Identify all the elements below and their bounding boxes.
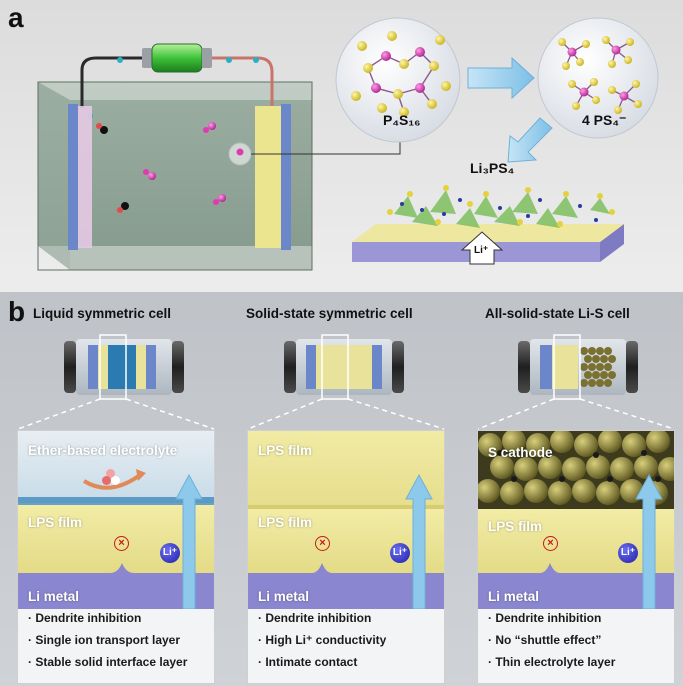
card1-bottom-label: Li metal	[28, 589, 80, 604]
panel-b-letter: b	[8, 296, 26, 327]
solution-species	[96, 122, 252, 213]
card2-bullet-3: · Intimate contact	[258, 655, 358, 669]
cell-liquid-icon	[17, 334, 215, 430]
card2-top-label: LPS film	[258, 443, 313, 458]
right-electrode	[255, 104, 291, 250]
col1-title: Liquid symmetric cell	[33, 306, 172, 321]
card2-bullet-2: · High Li⁺ conductivity	[258, 633, 387, 647]
cell-cylinders	[17, 334, 675, 430]
card1-bullet-1: · Dendrite inhibition	[28, 611, 142, 625]
label-li3ps4: Li₃PS₄	[470, 160, 515, 176]
card2-bottom-label: Li metal	[258, 589, 310, 604]
dendrite-blocked-icon: ×	[543, 536, 558, 551]
li-ion-arrow-icon	[460, 231, 504, 265]
lps-film-substrate	[352, 185, 624, 262]
card3-bullet-1: · Dendrite inhibition	[488, 611, 602, 625]
reaction-arrow-down	[507, 117, 553, 163]
card2-mid-label: LPS film	[258, 515, 313, 530]
card1-top-label: Ether-based electrolyte	[28, 443, 178, 458]
reaction-arrow-right	[467, 56, 535, 100]
card3-mid-label: LPS film	[488, 519, 543, 534]
card1-ion: Li⁺	[160, 543, 180, 563]
card1-li-flow-arrow	[175, 473, 203, 609]
molecule-sphere-ps4	[537, 17, 659, 139]
left-electrode	[68, 104, 92, 250]
label-ps4: 4 PS₄⁻	[582, 112, 627, 128]
col2-title: Solid-state symmetric cell	[246, 306, 413, 321]
cell-lis-icon	[477, 334, 675, 430]
dendrite-blocked-icon: ×	[315, 536, 330, 551]
card1-mid-label: LPS film	[28, 515, 83, 530]
card3-bottom-label: Li metal	[488, 589, 540, 604]
col3-title: All-solid-state Li-S cell	[485, 306, 630, 321]
molecule-icon	[102, 469, 120, 487]
panel-a-illustration	[37, 17, 659, 271]
card-lis-scene: S cathode LPS film Li metal × Li⁺	[478, 431, 674, 609]
molecule-sphere-p4s16	[335, 17, 461, 143]
card3-ion: Li⁺	[618, 543, 638, 563]
card-liquid: Ether-based electrolyte LPS film Li meta…	[17, 430, 215, 684]
card2-ion: Li⁺	[390, 543, 410, 563]
card-liquid-scene: Ether-based electrolyte LPS film Li meta…	[18, 431, 214, 609]
label-li-ion: Li⁺	[474, 245, 489, 256]
dendrite-blocked-icon: ×	[114, 536, 129, 551]
card3-li-flow-arrow	[635, 473, 663, 609]
cell-solid-icon	[247, 334, 445, 430]
card-solid: LPS film LPS film Li metal × Li⁺ · Dendr…	[247, 430, 445, 684]
label-p4s16: P₄S₁₆	[383, 112, 421, 128]
card3-bullet-2: · No “shuttle effect”	[488, 633, 602, 647]
battery-icon	[142, 43, 212, 73]
panel-a-letter: a	[8, 2, 24, 33]
card1-bullet-3: · Stable solid interface layer	[28, 655, 188, 669]
card-lis: S cathode LPS film Li metal × Li⁺ · Dend…	[477, 430, 675, 684]
card-solid-scene: LPS film LPS film Li metal × Li⁺	[248, 431, 444, 609]
card2-bullet-1: · Dendrite inhibition	[258, 611, 372, 625]
card2-li-flow-arrow	[405, 473, 433, 609]
shuttle-arrow-icon	[82, 469, 146, 490]
card3-top-label: S cathode	[488, 445, 553, 460]
card1-bullet-2: · Single ion transport layer	[28, 633, 181, 647]
card3-bullet-3: · Thin electrolyte layer	[488, 655, 616, 669]
